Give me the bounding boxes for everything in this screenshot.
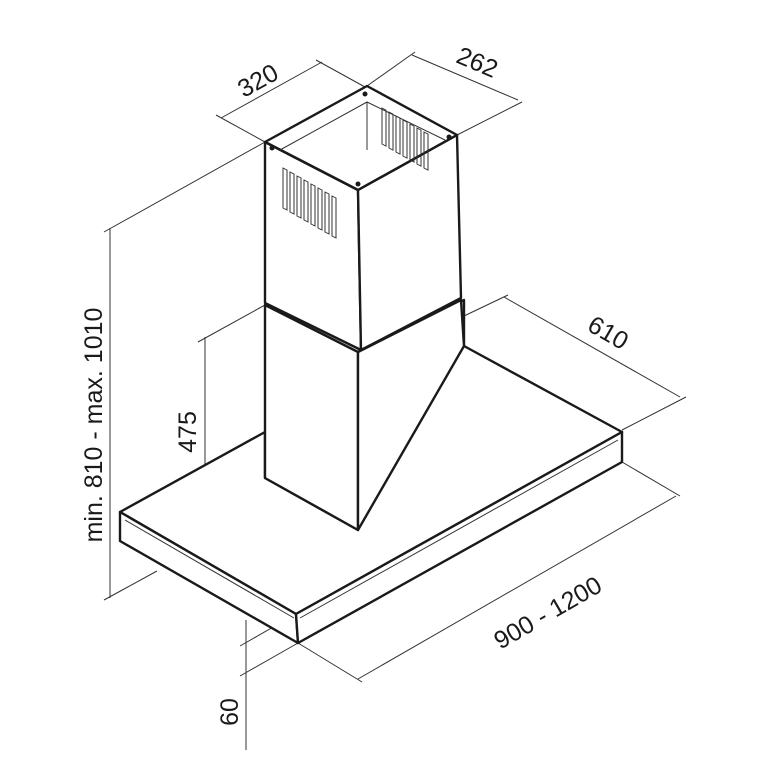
dim-60-ext-bottom — [239, 642, 299, 677]
label-chimney-width: 320 — [233, 59, 283, 104]
canopy-front-face — [294, 430, 624, 645]
dim-width-ext-left — [297, 642, 363, 683]
dimension-lines — [103, 51, 687, 750]
label-chimney-depth: 262 — [452, 42, 501, 84]
mount-dot — [269, 145, 275, 151]
dim-610-ext-bottom — [621, 396, 687, 431]
canopy-left-inner-edge — [124, 519, 295, 619]
label-lower-chimney-height: 475 — [174, 411, 202, 453]
dim-610-line — [503, 296, 681, 398]
label-canopy-thickness: 60 — [216, 698, 244, 726]
canopy-front-inner-edge — [299, 439, 619, 619]
dim-475-ext-top — [197, 304, 266, 343]
dim-262-ext-left — [366, 51, 416, 87]
dim-320-ext-right — [315, 59, 366, 88]
dim-height-ext-bottom — [103, 570, 158, 601]
dim-262-line — [411, 54, 519, 101]
mount-dot — [446, 134, 452, 140]
dim-320-line — [220, 61, 323, 119]
vent-slots-left — [282, 167, 337, 239]
dim-610-ext-top — [463, 294, 509, 317]
chimney-inner-back-edge — [279, 101, 446, 151]
dim-262-ext-right — [456, 101, 523, 136]
lower-chimney-right-face — [356, 298, 466, 532]
chimney — [263, 84, 466, 532]
label-total-height: min. 810 - max. 1010 — [80, 308, 108, 543]
label-canopy-width: 900 - 1200 — [489, 571, 607, 655]
dim-width-ext-right — [621, 461, 681, 497]
dim-width-line — [357, 495, 677, 680]
chimney-top-opening — [263, 84, 459, 192]
mount-dot — [355, 181, 361, 187]
dim-320-ext-left — [215, 114, 266, 143]
dim-height-ext-top — [103, 141, 266, 233]
vent-slots-inner — [381, 107, 429, 171]
label-canopy-depth: 610 — [583, 311, 633, 356]
mount-dot — [362, 91, 368, 97]
